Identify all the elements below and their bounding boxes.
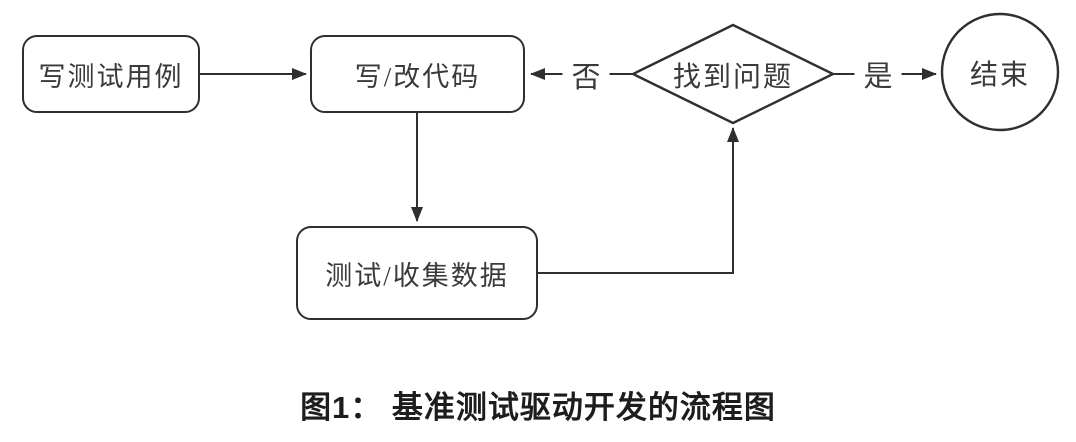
node-write-modify-code-label: 写/改代码 [354,61,481,92]
node-end-shape [940,12,1060,132]
node-end-label: 结束 [969,60,1031,91]
edge-label-no: 否 [562,54,610,96]
edge-test-collect-data-to-found-problem [538,127,739,274]
node-write-test-cases: 写测试用例 [22,35,200,113]
edge-label-yes: 是 [854,53,902,95]
node-found-problem-shape [630,23,836,125]
node-found-problem-label: 找到问题 [672,62,794,93]
node-test-collect-data-label: 测试/收集数据 [325,260,509,291]
node-write-modify-code: 写/改代码 [310,35,525,113]
node-write-test-cases-label: 写测试用例 [38,61,184,92]
figure-caption: 图1： 基准测试驱动开发的流程图 [300,390,776,425]
node-test-collect-data: 测试/收集数据 [296,226,538,320]
